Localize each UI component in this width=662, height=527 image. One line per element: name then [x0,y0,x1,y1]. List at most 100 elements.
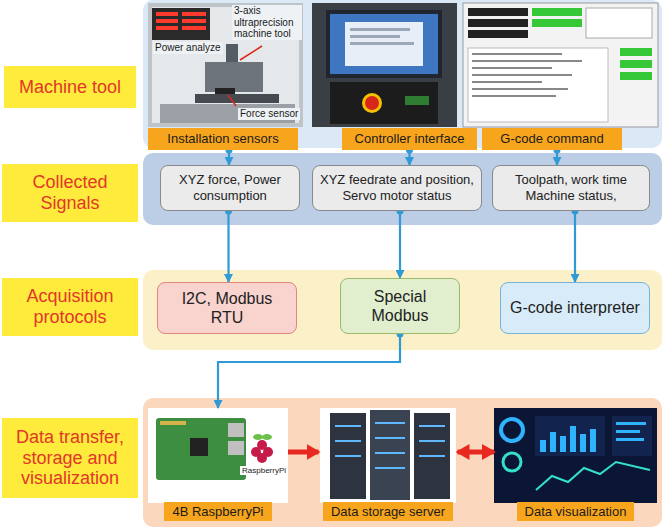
source-tag: Installation sensors [148,128,298,150]
node-text: Special Modbus [347,287,453,325]
transfer-arrow [288,450,319,455]
node-text: Data visualization [517,502,635,521]
software-screenshot [620,72,652,80]
node-text: XYZ feedrate and position, Servo motor s… [319,172,475,203]
software-screenshot [532,19,582,27]
dashboard-image [612,416,652,456]
dashboard-image [501,419,523,441]
machine-photo [148,3,303,127]
raspberry-pi-image [156,418,246,480]
controller-photo [330,82,438,124]
flow-arrow [399,211,401,278]
controller-photo [312,3,457,127]
dashboard-image [540,440,546,452]
signal-box: XYZ feedrate and position, Servo motor s… [312,165,482,211]
controller-photo [350,28,410,31]
dashboard-image [570,426,576,452]
software-screenshot [472,95,556,97]
server-image [419,425,445,427]
flow-arrow [556,150,558,165]
dashboard-image [616,430,640,433]
node-text: Acquisition protocols [6,286,134,327]
software-screenshot [472,60,582,62]
machine-photo [152,8,210,40]
dashboard-image [560,436,566,452]
node-text: Data transfer, storage and visualization [6,427,134,489]
server-image [375,467,405,469]
flow-arrow [227,211,229,282]
protocol-box: Special Modbus [340,278,460,334]
raspberry-pi-image [253,434,263,440]
raspberry-pi-image [228,441,244,455]
controller-photo [405,96,429,105]
server-image [370,410,410,500]
software-screenshot [468,30,528,38]
server-image [414,413,450,499]
software-screenshot [463,3,658,127]
controller-photo [350,35,400,38]
dashboard-image [580,434,586,452]
machine-photo [156,12,178,16]
software-screenshot [586,8,652,38]
machine-photo [156,26,178,30]
controller-photo [350,42,414,45]
node-text: XYZ force, Power consumption [167,172,293,203]
row-band [143,398,662,527]
row-label: Acquisition protocols [2,278,138,336]
controller-photo [362,93,382,113]
node-text: Collected Signals [6,172,134,213]
node-text: Machine tool [19,77,121,98]
flow-arrow [408,150,410,165]
row-band [143,0,662,148]
machine-photo [240,46,262,60]
node-text: Data storage server [323,502,453,521]
controller-photo [312,3,457,127]
server-image [375,437,405,439]
dashboard-image [494,408,657,503]
machine-photo [148,3,303,127]
software-screenshot [468,19,528,27]
machine-photo [228,95,236,106]
machine-photo [182,19,206,23]
server-image [419,455,445,457]
controller-photo [326,10,442,78]
node-text: G-code interpreter [510,298,640,317]
machine-photo [182,12,206,16]
server-image [375,452,405,454]
raspberry-pi-image [160,421,186,425]
software-screenshot [620,48,652,56]
node-text: I2C, Modbus RTU [164,289,290,327]
row-band [143,153,662,225]
raspberry-pi-image [228,423,244,437]
dashboard-image [536,462,650,490]
node-text: Installation sensors [167,132,278,147]
photo-label: 3-axis ultraprecision machine tool [232,5,302,40]
dashboard-image [535,416,605,456]
server-image [330,413,366,499]
machine-photo [156,19,178,23]
software-screenshot [472,53,562,55]
protocol-box: I2C, Modbus RTU [157,282,297,334]
node-text: Toolpath, work time Machine status, [499,172,643,203]
software-screenshot [532,8,582,16]
dashboard-image [494,408,657,503]
controller-photo [330,14,438,74]
software-screenshot [620,60,652,68]
row-band [143,270,662,350]
photo-label: Force sensor [238,108,300,120]
dashboard-image [550,432,556,452]
dashboard-image [616,438,644,441]
software-screenshot [472,81,542,83]
source-tag: G-code command [482,128,622,150]
flow-arrow [218,334,400,408]
raspberry-pi-image [190,438,208,456]
protocol-box: G-code interpreter [500,282,650,334]
dashboard-image [616,422,646,425]
server-image [335,425,361,427]
photo-label: Power analyze [153,42,223,54]
controller-photo [365,96,379,110]
flow-arrow [574,211,576,282]
software-screenshot [472,67,552,69]
server-image [320,408,456,503]
flow-arrow [228,150,230,165]
